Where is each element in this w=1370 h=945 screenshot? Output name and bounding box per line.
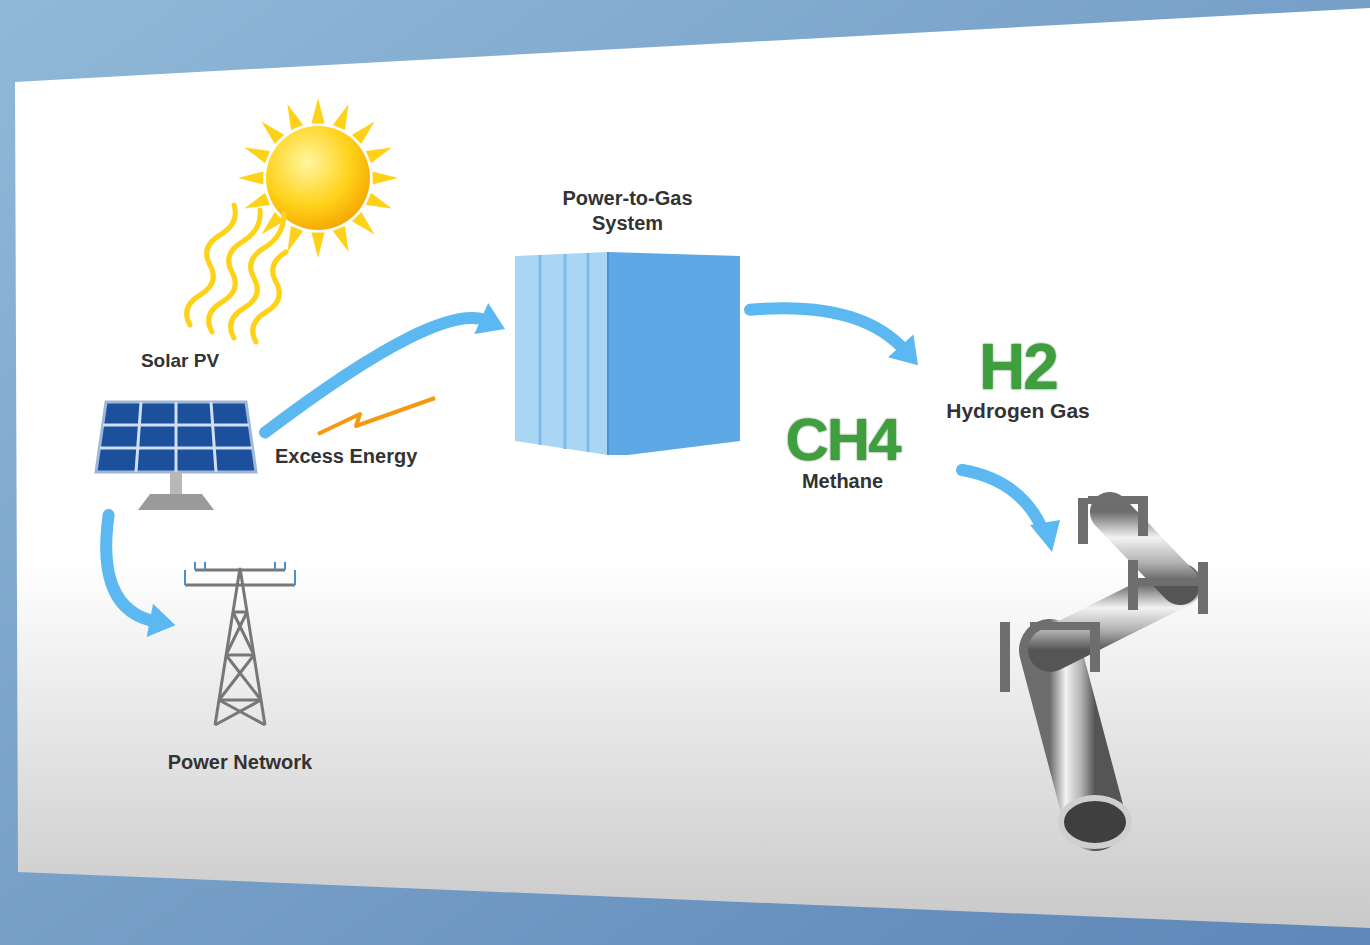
gas-name: Methane — [802, 470, 883, 493]
arrow-head — [888, 335, 918, 366]
arrow-line — [750, 308, 905, 350]
formula: H2 — [979, 335, 1057, 399]
flow-arrow — [265, 303, 505, 433]
methane-node: CH4Methane — [770, 405, 915, 497]
power-network-node: Power Network — [145, 552, 335, 774]
system-label: Power-to-Gas System — [543, 186, 713, 236]
hydrogen-node: H2Hydrogen Gas — [918, 330, 1118, 428]
solar-panel-node: Solar PV — [95, 350, 265, 515]
network-label: Power Network — [168, 751, 312, 774]
formula: CH4 — [785, 410, 899, 470]
arrow-head — [147, 604, 176, 637]
flow-arrow — [106, 515, 175, 637]
arrow-line — [265, 318, 487, 432]
arrow-line — [106, 515, 156, 622]
edge-label: Excess Energy — [275, 445, 417, 468]
flow-arrow — [750, 308, 918, 365]
solar-pv-label: Solar PV — [141, 350, 219, 372]
gas-name: Hydrogen Gas — [946, 399, 1090, 423]
arrow-head — [474, 303, 505, 334]
power-to-gas-node: Power-to-Gas System — [505, 186, 750, 461]
